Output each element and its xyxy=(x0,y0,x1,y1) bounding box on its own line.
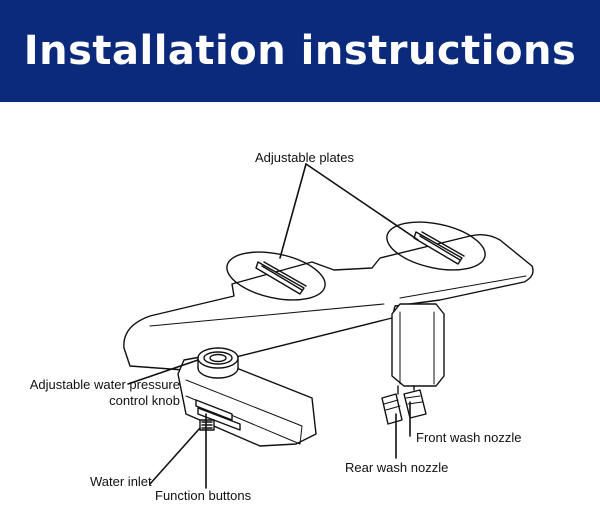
label-pressure-knob-line2: control knob xyxy=(109,393,180,408)
bidet-illustration xyxy=(123,163,534,489)
leader-lines xyxy=(127,163,419,489)
title-banner: Installation instructions xyxy=(0,0,600,102)
adjustable-plate-left xyxy=(226,251,326,301)
nozzle-bracket xyxy=(381,303,445,425)
label-rear-wash-nozzle: Rear wash nozzle xyxy=(345,460,449,475)
label-water-inlet: Water inlet xyxy=(90,474,152,489)
label-adjustable-plates: Adjustable plates xyxy=(255,150,355,165)
label-front-wash-nozzle: Front wash nozzle xyxy=(416,430,522,445)
pressure-knob xyxy=(197,347,239,379)
bidet-diagram: Adjustable plates Adjustable water press… xyxy=(0,102,600,523)
label-pressure-knob-line1: Adjustable water pressure xyxy=(29,377,180,392)
main-plate xyxy=(123,233,534,371)
control-housing xyxy=(177,355,317,447)
label-function-buttons: Function buttons xyxy=(155,488,252,503)
label-pressure-knob: Adjustable water pressure control knob xyxy=(5,377,180,409)
page-title: Installation instructions xyxy=(23,28,577,74)
adjustable-plate-right xyxy=(386,221,486,271)
